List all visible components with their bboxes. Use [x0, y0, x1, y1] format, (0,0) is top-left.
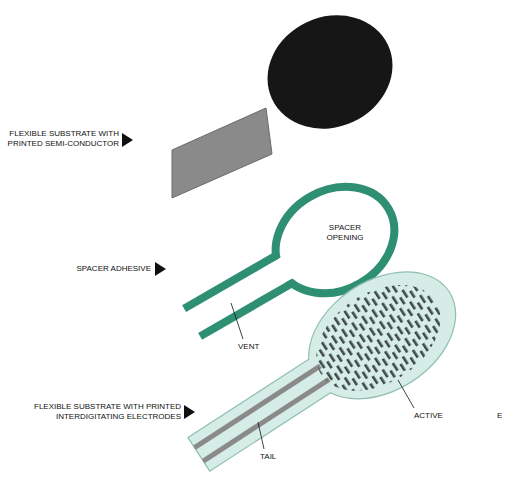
- leader-line: [258, 422, 264, 449]
- spacer-arm: [200, 283, 293, 337]
- leader-line: [398, 380, 414, 408]
- layer-label: FLEXIBLE SUBSTRATE WITH PRINTED SEMI-CON…: [3, 129, 119, 149]
- pointer-triangle: [122, 133, 133, 147]
- leader-line: [231, 303, 243, 339]
- electrode-layer: [169, 246, 479, 491]
- electrode-substrate: [169, 246, 479, 491]
- electrode-trace: [195, 366, 321, 448]
- interdigitating-electrodes: [289, 254, 469, 420]
- electrode-trace: [203, 379, 329, 461]
- layer-label: FLEXIBLE SUBSTRATE WITH PRINTED INTERDIG…: [3, 402, 181, 422]
- part-label: VENT: [238, 342, 259, 352]
- substrate-tail: [172, 108, 272, 198]
- pointer-triangle: [184, 405, 195, 419]
- part-label: E: [497, 411, 502, 421]
- part-label: TAIL: [260, 452, 276, 462]
- part-label: SPACER OPENING: [322, 223, 368, 243]
- semiconductor-disc: [249, 0, 411, 149]
- layer-label: SPACER ADHESIVE: [3, 264, 151, 274]
- part-label: ACTIVE: [414, 411, 443, 421]
- pointer-triangle: [155, 262, 166, 276]
- semiconductor-layer: [172, 0, 411, 198]
